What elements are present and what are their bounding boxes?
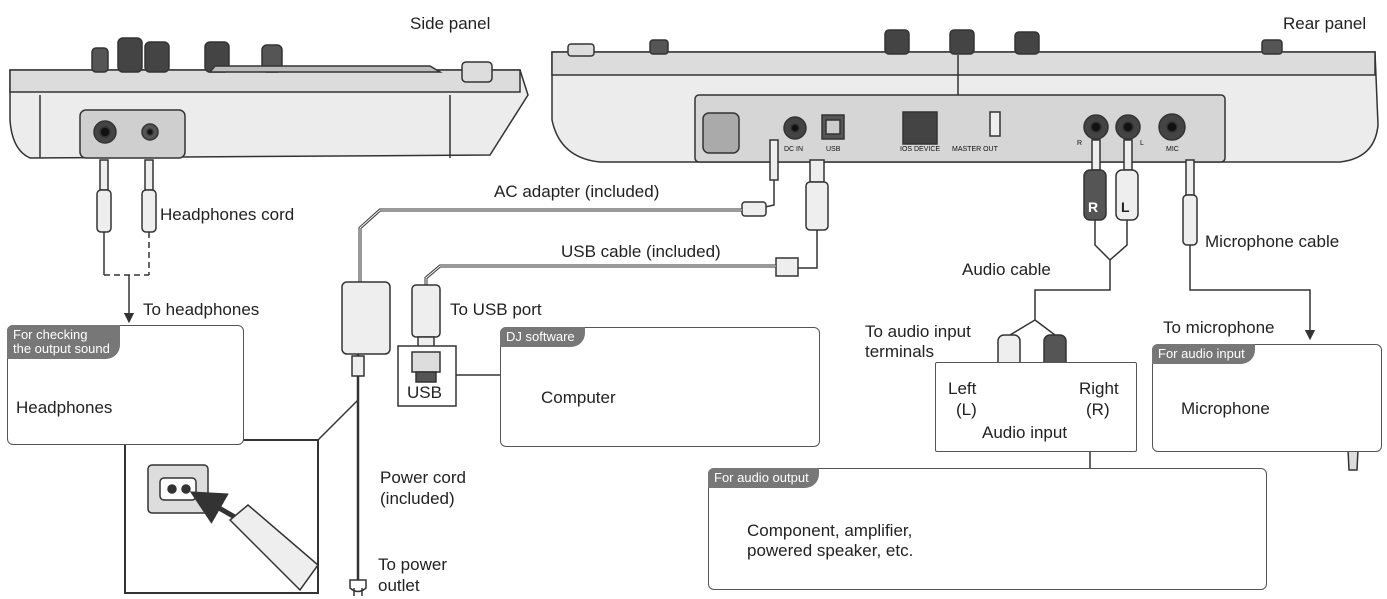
computer-box-tag: DJ software	[500, 327, 585, 347]
ac-adapter-label: AC adapter (included)	[494, 182, 660, 201]
to-power-label-1: To power	[378, 555, 447, 574]
usb-socket-drawing	[397, 345, 500, 407]
computer-label: Computer	[541, 388, 616, 407]
usb-cable-label: USB cable (included)	[561, 242, 721, 261]
rear-plug-r-label: R	[1088, 199, 1099, 215]
power-cord-label-1: Power cord	[380, 468, 466, 487]
to-headphones-label: To headphones	[143, 300, 260, 319]
audio-cable-label: Audio cable	[962, 260, 1051, 279]
side-panel-controller	[9, 37, 529, 159]
audio-input-box: Left (L) Right (R) Audio input	[935, 362, 1137, 452]
microphone-cable-label: Microphone cable	[1205, 232, 1340, 251]
microphone-box: For audio input Microphone	[1152, 344, 1382, 452]
audio-input-left-2: (L)	[956, 400, 977, 419]
headphones-cord-drawing	[96, 159, 157, 324]
to-microphone-label: To microphone	[1163, 318, 1275, 337]
headphones-label: Headphones	[16, 398, 113, 417]
port-label-mic: MIC	[1166, 146, 1179, 153]
audio-cable-rca	[997, 139, 1139, 378]
to-audio-input-label-1: To audio input	[865, 322, 971, 341]
rear-panel-controller	[551, 29, 1379, 163]
port-label-ios: IOS DEVICE	[900, 146, 941, 153]
ac-adapter-cable	[358, 139, 779, 282]
headphones-tag-line-2: the output sound	[13, 341, 110, 356]
to-usb-port-label: To USB port	[450, 300, 542, 319]
microphone-box-tag: For audio input	[1152, 344, 1255, 364]
headphones-box-tag: For checking the output sound	[7, 325, 120, 359]
usb-cable	[411, 159, 829, 358]
audio-input-title: Audio input	[982, 423, 1068, 442]
ac-adapter-brick	[341, 281, 391, 596]
port-label-master-out: MASTER OUT	[952, 146, 998, 153]
audio-input-right-2: (R)	[1086, 400, 1110, 419]
headphones-cord-label: Headphones cord	[160, 205, 295, 224]
port-label-dc-in: DC IN	[784, 146, 804, 153]
microphone-label: Microphone	[1181, 399, 1270, 418]
computer-box: DJ software Computer	[500, 327, 820, 447]
audio-output-box: For audio output Component, amplifier, p…	[708, 468, 1267, 590]
audio-output-label-1: Component, amplifier,	[747, 521, 913, 540]
port-label-l: L	[1140, 140, 1144, 147]
rear-panel-title: Rear panel	[1283, 14, 1367, 33]
headphones-box: For checking the output sound Headphones	[7, 325, 244, 445]
rear-plug-l-label: L	[1121, 199, 1130, 215]
microphone-cable	[1182, 159, 1316, 341]
to-power-label-2: outlet	[378, 576, 420, 595]
audio-output-label-2: powered speaker, etc.	[747, 541, 914, 560]
to-audio-input-label-2: terminals	[865, 342, 934, 361]
port-label-r: R	[1077, 140, 1083, 147]
headphones-tag-line-1: For checking	[13, 327, 88, 342]
port-label-usb: USB	[826, 146, 841, 153]
audio-output-box-tag: For audio output	[708, 468, 819, 488]
usb-socket-label: USB	[407, 383, 442, 402]
side-panel-title: Side panel	[410, 14, 491, 33]
power-socket-inset	[124, 399, 359, 594]
audio-input-left-1: Left	[948, 379, 977, 398]
power-cord-label-2: (included)	[380, 489, 455, 508]
audio-input-right-1: Right	[1079, 379, 1119, 398]
